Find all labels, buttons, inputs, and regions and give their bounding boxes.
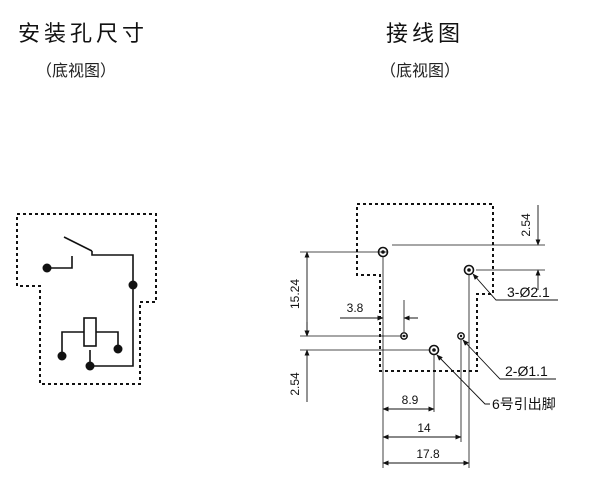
- leader-lines: [436, 273, 558, 405]
- large-hole: [428, 344, 440, 356]
- relay-schematic: [16, 213, 157, 385]
- dim-2-54-top: 2.54: [519, 213, 533, 237]
- mounting-hole-title: 安装孔尺寸: [18, 22, 149, 47]
- pin-dot: [85, 361, 95, 371]
- relay-outline-right: [356, 203, 494, 372]
- small-hole-callout: 2-Ø1.1: [505, 363, 548, 379]
- dimension-lines: [304, 205, 541, 466]
- large-hole-callout: 3-Ø2.1: [507, 284, 550, 300]
- wiring-diagram-title: 接线图: [386, 22, 465, 47]
- dim-17-8: 17.8: [416, 447, 440, 461]
- pin-dot: [128, 280, 138, 290]
- relay-outline-left: [16, 213, 157, 385]
- large-hole: [463, 264, 475, 276]
- wiring-diagram-subtitle: （底视图）: [380, 61, 461, 80]
- dim-8-9: 8.9: [402, 393, 419, 407]
- extension-lines: [300, 244, 545, 468]
- small-hole: [457, 332, 465, 340]
- relay-coil: [61, 317, 119, 367]
- dim-2-54-bottom: 2.54: [288, 372, 302, 396]
- hole-layout: 2.54 15.24 3.8 2.54 8.9 14 17.8 3-Ø2.1 2…: [288, 203, 558, 468]
- pin6-callout: 6号引出脚: [492, 396, 556, 412]
- pin-dot: [57, 351, 67, 361]
- dim-14: 14: [417, 421, 431, 435]
- switch-contact: [47, 236, 134, 367]
- pin-dot: [42, 263, 52, 273]
- dim-3-8: 3.8: [347, 301, 364, 315]
- mounting-hole-subtitle: （底视图）: [36, 61, 117, 80]
- pin-dot: [113, 344, 123, 354]
- dim-15-24: 15.24: [288, 279, 302, 309]
